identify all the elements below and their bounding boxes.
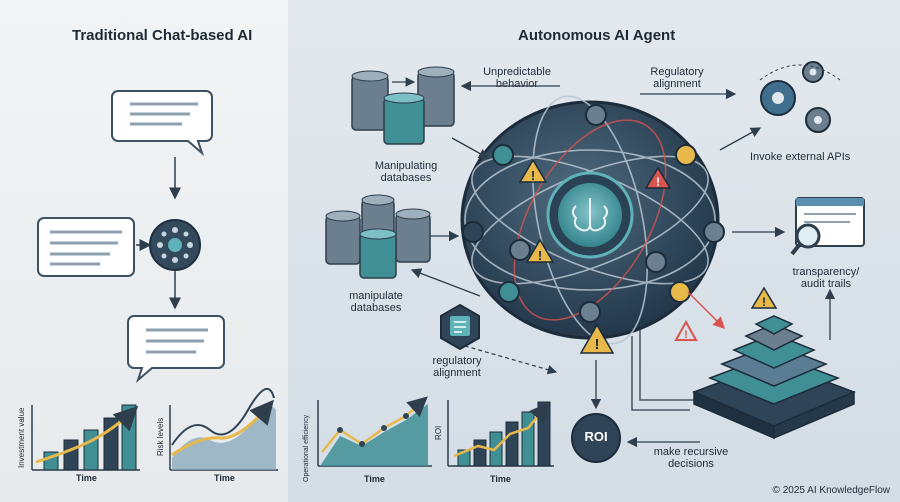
efficiency-xlabel: Time [364,474,385,484]
regulatory-alignment-top-label: Regulatory alignment [650,66,704,90]
red-arrow [687,291,726,330]
unpredictable-label: Unpredictable behavior [483,66,551,90]
dashed-arrow [457,343,558,375]
investment-xlabel: Time [76,473,97,483]
roi-node-label: ROI [584,429,608,444]
database-icon-middle [325,194,431,279]
regulatory-icon [440,303,480,351]
orbit-nodes [462,104,725,323]
flow-arrows [410,80,836,448]
svg-text:!: ! [762,295,766,309]
manipulate-databases-label: manipulate databases [349,290,403,314]
chat-ai-node [149,219,201,271]
alert-icon: ! ! [644,166,698,341]
svg-text:!: ! [595,336,600,353]
roi-node [571,413,621,463]
manipulating-databases-label: Manipulating databases [374,160,438,184]
gears-icon [759,61,841,133]
investment-ylabel: Investment value [17,407,26,468]
chat-bubble-left [37,217,135,277]
audit-window-icon [790,197,865,256]
roi-ylabel: ROI [434,425,443,440]
traditional-title: Traditional Chat-based AI [72,27,253,44]
recursive-decisions-label: make recursive decisions [653,446,729,470]
database-icon-top [351,66,455,145]
regulatory-alignment-bottom-label: regulatory alignment [432,355,482,379]
risk-xlabel: Time [214,473,235,483]
efficiency-chart [317,396,432,467]
chat-bubble-bottom [127,315,225,384]
roi-xlabel: Time [490,474,511,484]
svg-text:!: ! [538,248,542,263]
risk-chart [169,387,278,471]
copyright-footer: © 2025 AI KnowledgeFlow [772,485,890,496]
transparency-label: transparency/ audit trails [792,266,860,290]
autonomous-title: Autonomous AI Agent [518,27,676,44]
risk-ylabel: Risk levels [156,417,165,456]
investment-chart [31,404,140,471]
brain-core-icon [546,171,634,259]
warning-icon: ! ! ! ! [518,158,778,354]
chat-bubble-top [111,90,213,157]
invoke-apis-label: Invoke external APIs [750,151,851,163]
svg-text:!: ! [684,329,688,341]
efficiency-ylabel: Operational efficiency [303,414,310,482]
svg-text:!: ! [531,168,535,183]
roi-chart [447,400,554,467]
svg-text:!: ! [656,175,660,189]
recursive-layers-icon [691,315,857,440]
